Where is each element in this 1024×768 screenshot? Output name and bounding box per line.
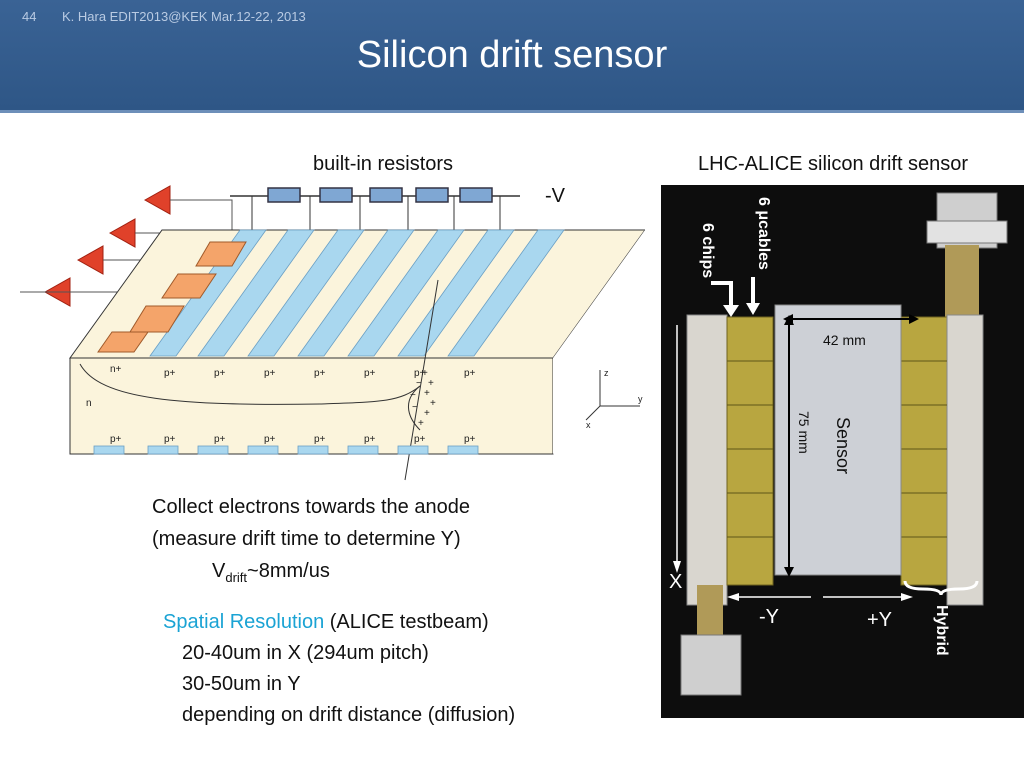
plus-y-label: +Y (867, 609, 893, 631)
drift-sensor-diagram: +++ +++ −−− p+ p+ p+ p+ p+ p+ p+ p+ p+ p… (20, 185, 645, 481)
top-strip-label: p+ (264, 368, 276, 379)
svg-text:+: + (422, 368, 428, 379)
spatial-resolution-line: Spatial Resolution (ALICE testbeam) (163, 611, 489, 634)
svg-text:+: + (430, 398, 436, 409)
resolution-line-2: 30-50um in Y (182, 673, 301, 695)
axis-y-label: y (638, 394, 643, 404)
chips-label: 6 chips (699, 223, 716, 278)
svg-text:+: + (428, 378, 434, 389)
slide-header: 44 K. Hara EDIT2013@KEK Mar.12-22, 2013 … (0, 0, 1024, 113)
top-strip-label: p+ (164, 368, 176, 379)
bottom-strip-label: p+ (214, 434, 226, 445)
bottom-strip-label: p+ (110, 434, 122, 445)
vdrift-subscript: drift (225, 570, 248, 585)
width-dimension-label: 42 mm (823, 332, 866, 348)
resolution-line-3: depending on drift distance (diffusion) (182, 704, 516, 726)
resolution-line-1: 20-40um in X (294um pitch) (182, 642, 429, 664)
bulk-label: n (86, 398, 92, 409)
bottom-strip-label: p+ (364, 434, 376, 445)
slide-meta: K. Hara EDIT2013@KEK Mar.12-22, 2013 (62, 9, 306, 24)
top-strip-label: p+ (464, 368, 476, 379)
svg-text:−: − (410, 390, 416, 401)
svg-text:−: − (416, 378, 422, 389)
svg-text:+: + (424, 388, 430, 399)
bottom-strip-label: p+ (264, 434, 276, 445)
cables-label: 6 μcables (755, 197, 772, 270)
x-axis-label: X (669, 571, 683, 593)
collect-line-1: Collect electrons towards the anode (152, 496, 470, 518)
length-dimension-label: 75 mm (796, 411, 812, 454)
top-strip-label: p+ (414, 368, 426, 379)
vdrift-line: Vdrift~8mm/us (212, 560, 330, 585)
axis-z-label: z (604, 368, 609, 378)
bottom-strip-label: p+ (464, 434, 476, 445)
bottom-strip-label: p+ (314, 434, 326, 445)
axis-x-label: x (586, 420, 591, 430)
photo-caption: LHC-ALICE silicon drift sensor (698, 153, 969, 175)
anode-label: n+ (110, 364, 122, 375)
slide-title: Silicon drift sensor (356, 34, 668, 76)
resistors-label: built-in resistors (313, 153, 454, 175)
vdrift-prefix: V (212, 560, 226, 582)
svg-text:+: + (418, 418, 424, 429)
voltage-label: -V (545, 185, 565, 207)
collect-line-2: (measure drift time to determine Y) (152, 528, 461, 550)
slide-number: 44 (22, 9, 37, 24)
svg-text:−: − (412, 402, 418, 413)
top-strip-label: p+ (314, 368, 326, 379)
spatial-resolution-heading: Spatial Resolution (163, 611, 325, 633)
sensor-label: Sensor (833, 417, 853, 474)
bottom-strip-label: p+ (164, 434, 176, 445)
bottom-strip-label: p+ (414, 434, 426, 445)
spatial-resolution-suffix: (ALICE testbeam) (324, 611, 489, 633)
hybrid-label: Hybrid (933, 605, 950, 656)
minus-y-label: -Y (759, 606, 779, 628)
sensor-photo: 6 μcables 6 chips 42 mm 75 mm Sensor Hyb… (661, 185, 1024, 718)
vdrift-value: ~8mm/us (247, 560, 330, 582)
svg-text:+: + (424, 408, 430, 419)
top-strip-label: p+ (214, 368, 226, 379)
top-strip-label: p+ (364, 368, 376, 379)
